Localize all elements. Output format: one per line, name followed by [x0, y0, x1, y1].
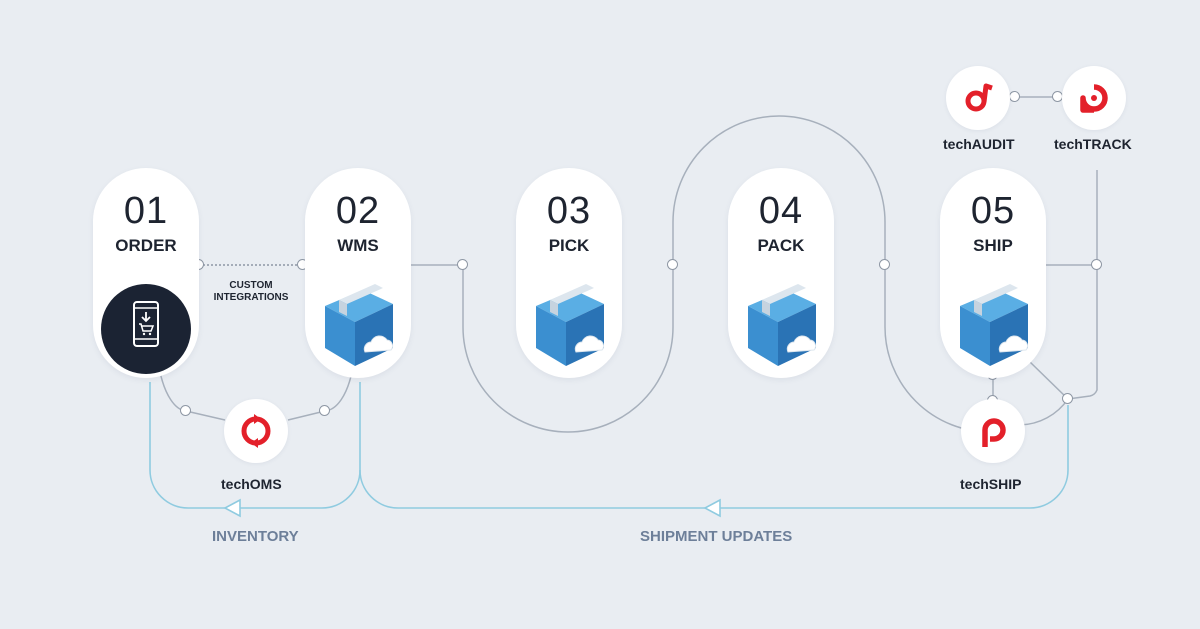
connector-node — [457, 259, 468, 270]
cloud-box-icon — [748, 284, 817, 366]
techoms-badge — [224, 399, 288, 463]
cloud-box-icon — [536, 284, 605, 366]
step-number: 02 — [335, 190, 381, 232]
techaudit-name: techAUDIT — [943, 136, 1015, 152]
connector-node — [1091, 259, 1102, 270]
inventory-label: INVENTORY — [212, 528, 299, 545]
mobile-cart-icon — [101, 284, 191, 374]
track-vertical-link — [1067, 170, 1098, 400]
step-label: ORDER — [115, 236, 177, 255]
step-number: 01 — [123, 190, 169, 232]
pick-pack-loop — [672, 115, 886, 265]
custom-integrations-line2: INTEGRATIONS — [213, 292, 289, 303]
cloud-box-icon — [960, 284, 1029, 366]
connector-node — [1009, 91, 1020, 102]
techtrack-logo-icon — [1080, 84, 1108, 113]
step-ship-card: 05 SHIP — [940, 168, 1046, 378]
techship-logo-icon — [982, 418, 1006, 447]
wms-pick-loop — [409, 264, 674, 433]
connector-node — [667, 259, 678, 270]
step-number: 04 — [758, 190, 804, 232]
step-wms-card: 02 WMS — [305, 168, 411, 378]
step-pick-card: 03 PICK — [516, 168, 622, 378]
techship-name: techSHIP — [960, 476, 1022, 492]
custom-integrations-label: CUSTOM INTEGRATIONS — [206, 280, 296, 304]
inventory-arrow — [223, 498, 241, 518]
techaudit-badge — [946, 66, 1010, 130]
techship-link — [1019, 398, 1069, 426]
techtrack-badge — [1062, 66, 1126, 130]
step-label: WMS — [337, 236, 379, 255]
connector-node — [180, 405, 191, 416]
step-label: PACK — [757, 236, 805, 255]
step-pack-card: 04 PACK — [728, 168, 834, 378]
techoms-name: techOMS — [221, 476, 282, 492]
connector-node — [1062, 393, 1073, 404]
custom-integrations-line1: CUSTOM — [229, 280, 273, 291]
connector-node — [319, 405, 330, 416]
techtrack-name: techTRACK — [1054, 136, 1132, 152]
techship-badge — [961, 399, 1025, 463]
techaudit-logo-icon — [965, 83, 993, 112]
step-number: 05 — [970, 190, 1016, 232]
step-label: SHIP — [973, 236, 1013, 255]
oms-left-arc — [159, 371, 226, 421]
ship-diagonal-link — [1029, 361, 1069, 400]
step-label: PICK — [548, 236, 590, 255]
shipment-arrow — [703, 498, 721, 518]
inventory-flow-line — [149, 382, 361, 509]
cloud-box-icon — [325, 284, 394, 366]
techoms-logo-icon — [241, 414, 271, 448]
shipment-updates-label: SHIPMENT UPDATES — [640, 528, 793, 545]
shipment-updates-flow-line — [359, 405, 1069, 509]
connector-node — [879, 259, 890, 270]
step-order-card: 01 ORDER — [93, 168, 199, 378]
step-number: 03 — [546, 190, 592, 232]
